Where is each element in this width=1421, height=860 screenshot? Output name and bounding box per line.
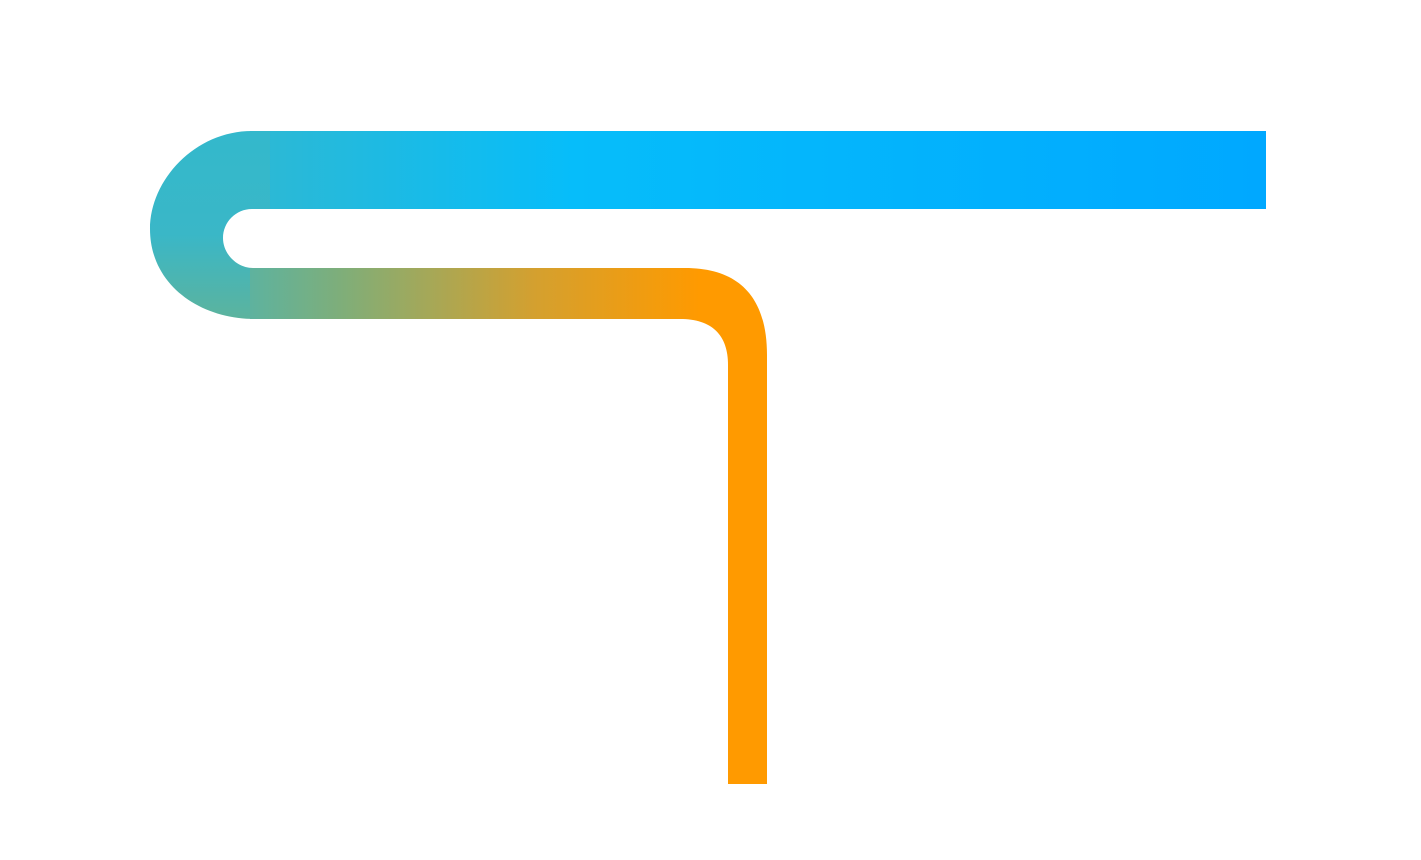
vertical-stem xyxy=(728,360,767,784)
middle-bar xyxy=(250,268,767,365)
left-curve xyxy=(150,131,270,319)
top-bar xyxy=(250,131,1266,209)
